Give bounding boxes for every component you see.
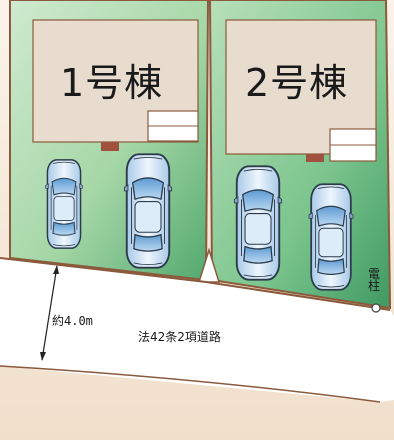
building-2-entrance-step <box>306 154 324 162</box>
building-1-entrance-step <box>101 142 119 151</box>
road-width-label: 約4.0m <box>52 314 93 328</box>
utility-pole-icon <box>371 303 381 313</box>
road-label: 法42条2項道路 <box>138 330 221 344</box>
building-1-label: 1号棟 <box>60 61 164 105</box>
road-edge-bottom <box>0 365 381 403</box>
utility-pole-label: 電柱 <box>367 267 380 293</box>
car-2 <box>123 153 173 269</box>
road-width-arrowhead-top <box>53 265 59 274</box>
car-1 <box>44 158 84 250</box>
road <box>0 258 394 402</box>
road-width-arrow <box>41 265 58 361</box>
road-width-arrowhead-bottom <box>40 352 46 361</box>
car-4 <box>308 183 354 291</box>
building-2-label: 2号棟 <box>245 61 349 105</box>
car-3 <box>234 165 282 281</box>
road-edge-top <box>0 257 391 311</box>
